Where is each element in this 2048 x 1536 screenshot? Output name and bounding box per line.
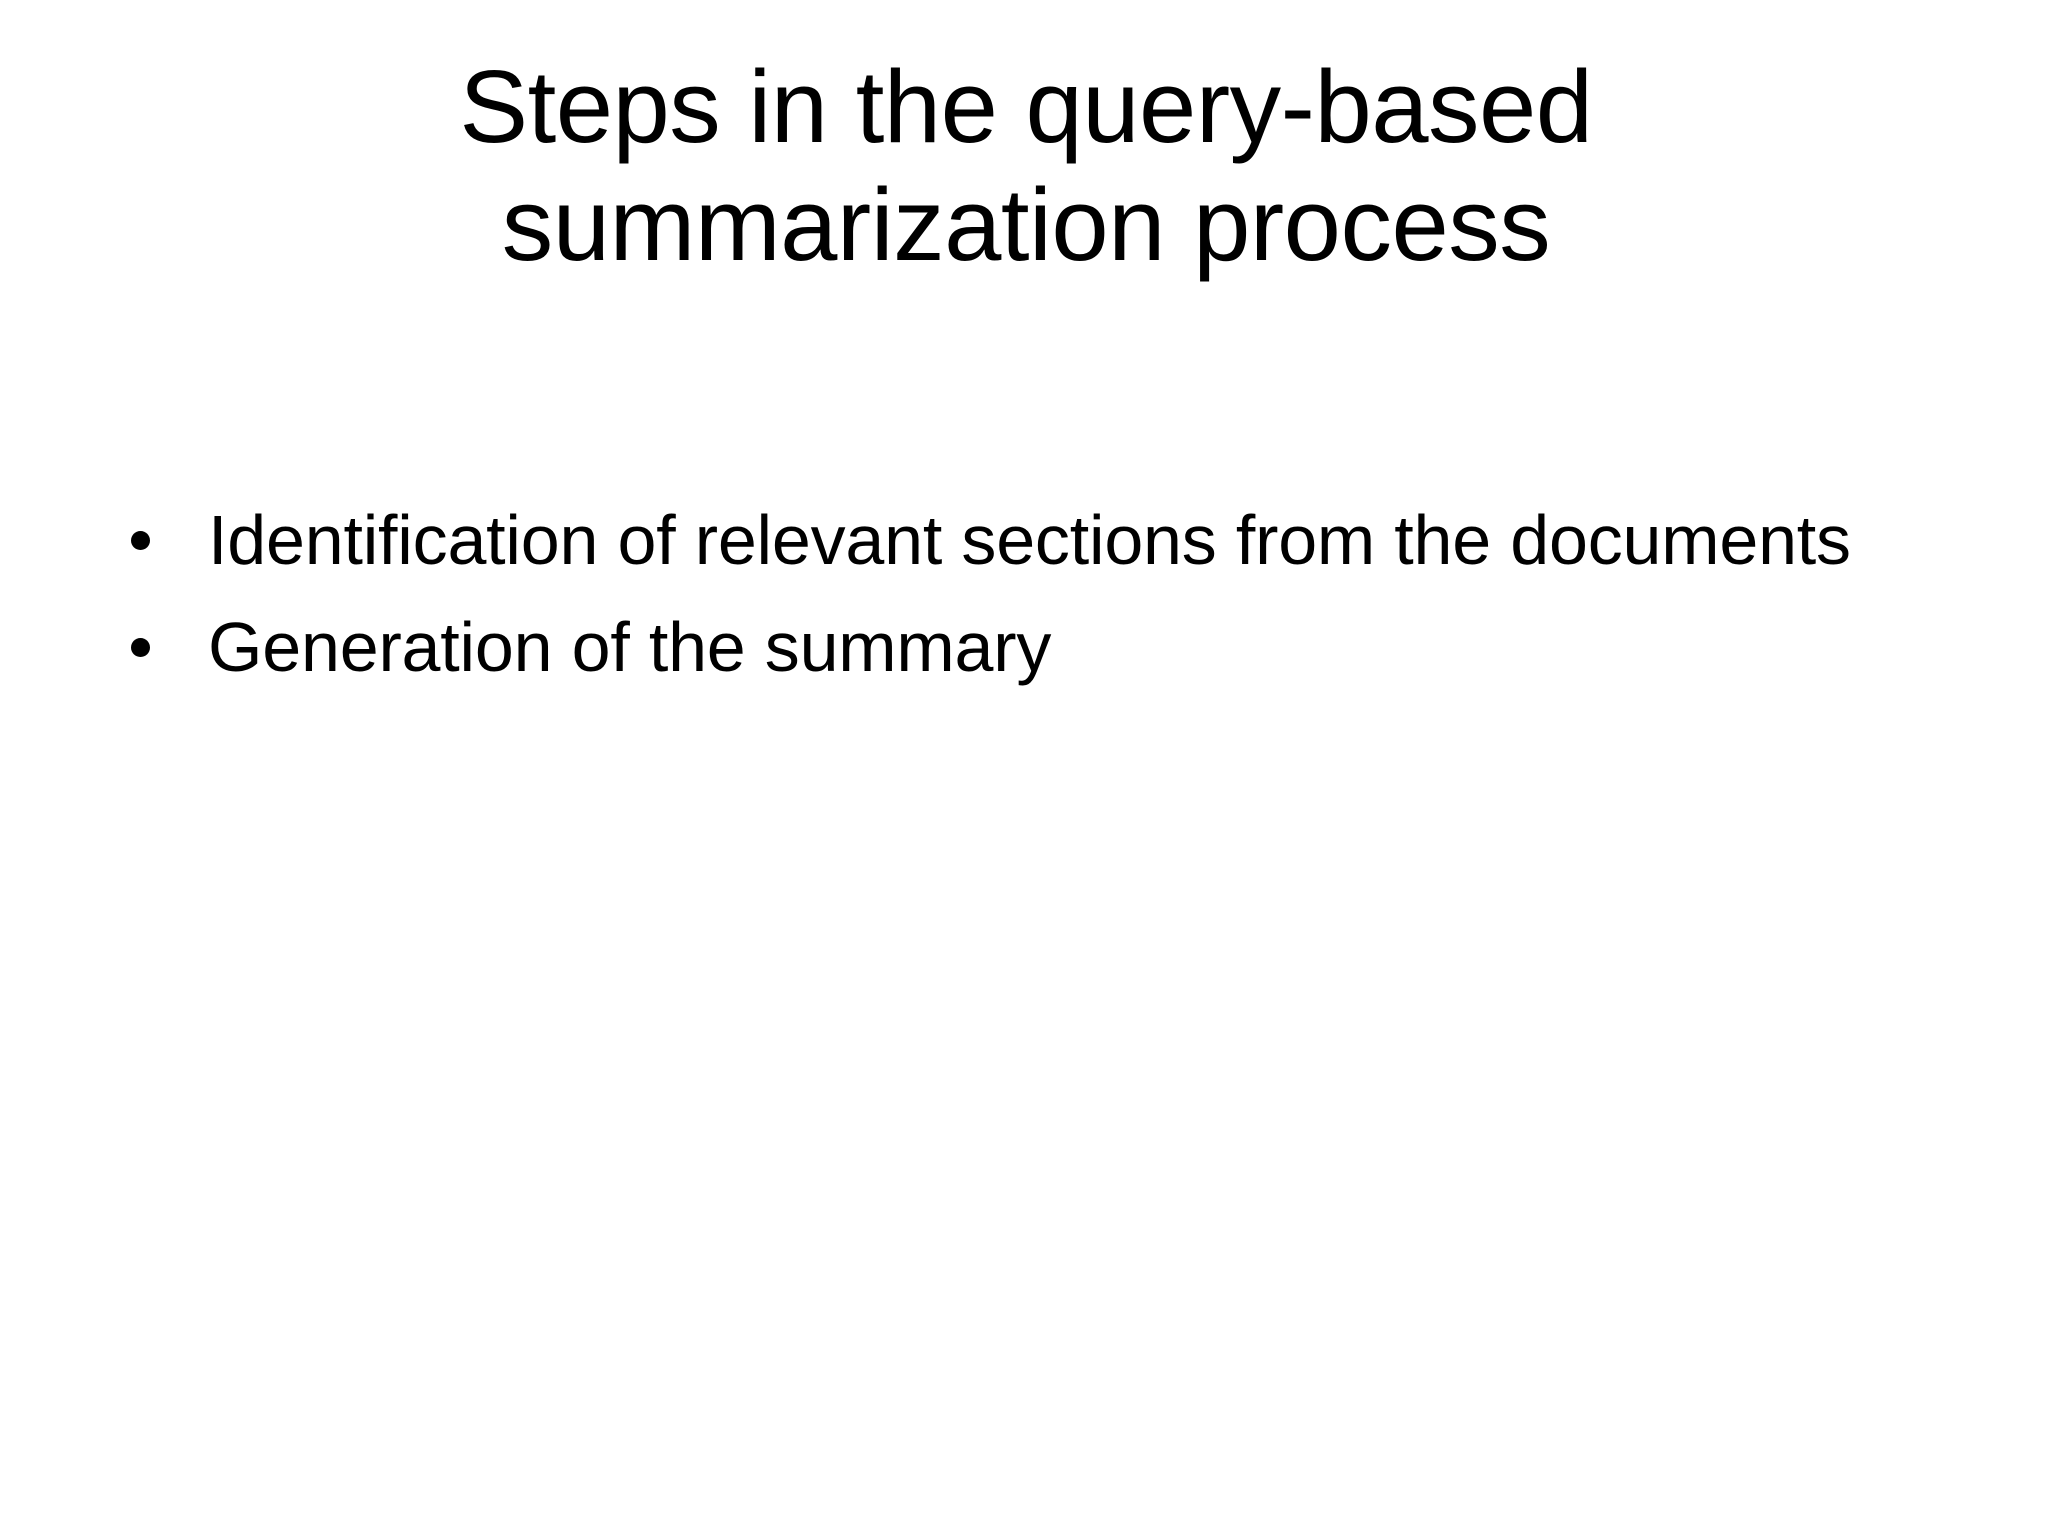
bullet-list: Identification of relevant sections from… (118, 498, 1928, 691)
list-item: Generation of the summary (118, 605, 1928, 690)
list-item: Identification of relevant sections from… (118, 498, 1928, 583)
slide-title: Steps in the query-based summarization p… (459, 49, 1593, 283)
bullet-dot-icon (131, 531, 150, 550)
bullet-dot-icon (131, 638, 150, 658)
bullet-item-label: Generation of the summary (208, 608, 1052, 687)
bullet-item-label: Identification of relevant sections from… (208, 501, 1851, 579)
